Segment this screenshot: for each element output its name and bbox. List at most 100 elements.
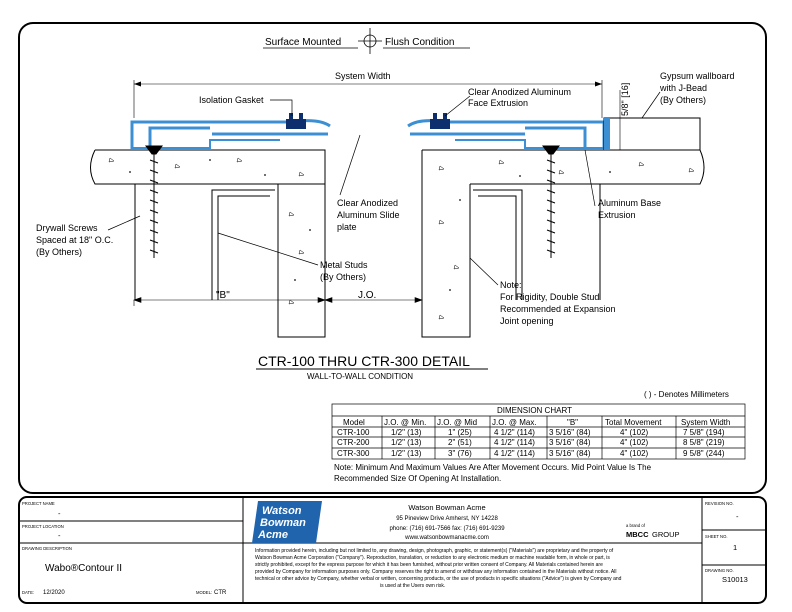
detail-title: CTR-100 THRU CTR-300 DETAIL (258, 353, 470, 369)
system-width-dimension: System Width (133, 70, 603, 118)
company-address: 95 Pineview Drive Amherst, NY 14228 (396, 516, 498, 522)
centerline-icon (358, 28, 382, 54)
chart-cell: 4 1/2" (114) (494, 449, 535, 458)
company-name: Watson Bowman Acme (408, 503, 485, 512)
left-drywall-screw (145, 145, 163, 258)
dim-jo-label: J.O. (358, 290, 376, 301)
dim-58 (614, 90, 630, 151)
drawing-description-value: Wabo®Contour II (45, 563, 122, 574)
drywall-screws-label-2: Spaced at 18" O.C. (36, 235, 113, 245)
drawing-description-label: DRAWING DESCRIPTION (22, 546, 72, 551)
chart-cell: 3" (76) (448, 449, 472, 458)
aluminum-face-extrusion (130, 119, 606, 150)
gypsum-wallboard (603, 117, 701, 151)
drawing-no-value: S10013 (722, 575, 748, 584)
model-value: CTR (214, 590, 227, 596)
chart-header-cell: "B" (567, 418, 578, 427)
isolation-gasket-label: Isolation Gasket (199, 95, 264, 105)
slide-plate-label-2: Aluminum Slide (337, 210, 400, 220)
chart-note-2: Recommended Size Of Opening At Installat… (334, 474, 501, 483)
legal-line: strictly prohibited, except for the expr… (255, 562, 603, 568)
mbcc-text: MBCC (626, 530, 649, 539)
note-label-4: Joint opening (500, 316, 554, 326)
model-label: MODEL: (196, 590, 212, 595)
drawing-no-label: DRAWING NO. (705, 568, 734, 573)
chart-row: CTR-300 1/2" (13) 3" (76) 4 1/2" (114) 3… (337, 449, 725, 458)
chart-cell: CTR-200 (337, 438, 370, 447)
chart-header-cell: J.O. @ Mid (437, 418, 477, 427)
dimension-chart (331, 403, 746, 460)
base-extrusion-label-1: Aluminum Base (598, 198, 661, 208)
note-label-3: Recommended at Expansion (500, 304, 616, 314)
title-block-border (18, 496, 767, 604)
chart-cell: CTR-300 (337, 449, 370, 458)
right-drywall-screw (542, 145, 560, 258)
left-metal-stud (134, 184, 275, 300)
isolation-gasket-left (286, 113, 306, 129)
mbcc-tagline: a brand of (626, 523, 646, 528)
revision-label: REVISION NO. (705, 501, 734, 506)
sheet-label: SHEET NO. (705, 534, 728, 539)
sheet-value: 1 (733, 543, 737, 552)
left-wall-body (277, 183, 326, 338)
drawing-border (18, 22, 767, 494)
project-location-value: - (58, 531, 61, 540)
chart-header-cell: Total Movement (605, 418, 662, 427)
date-label: DATE: (22, 590, 34, 595)
legal-line: is used at the Users own risk. (380, 583, 445, 589)
legal-line: Information provided herein, including b… (255, 548, 614, 554)
chart-cell: 4 1/2" (114) (494, 438, 535, 447)
chart-title: DIMENSION CHART (497, 406, 572, 415)
metal-studs-label-2: (By Others) (320, 272, 366, 282)
chart-cell: 3 5/16" (84) (549, 438, 591, 447)
chart-cell: 4 1/2" (114) (494, 428, 535, 437)
title-block-grid (19, 497, 766, 603)
watson-bowman-acme-logo: Watson Bowman Acme (252, 501, 322, 543)
face-extrusion-label-2: Face Extrusion (468, 98, 528, 108)
dim-b-label: "B" (216, 290, 230, 301)
chart-header-row: Model J.O. @ Min. J.O. @ Mid J.O. @ Max.… (343, 418, 730, 427)
aluminum-base-extrusion (132, 139, 604, 149)
j-bead (604, 118, 610, 150)
chart-header-cell: System Width (681, 418, 730, 427)
right-metal-stud (473, 184, 601, 300)
chart-cell: 3 5/16" (84) (549, 449, 591, 458)
chart-header-cell: Model (343, 418, 365, 427)
chart-cell: 7 5/8" (194) (683, 428, 725, 437)
metal-studs-label-1: Metal Studs (320, 260, 368, 270)
chart-cell: 9 5/8" (244) (683, 449, 725, 458)
gypsum-label-2: with J-Bead (659, 83, 707, 93)
surface-mounted-label: Surface Mounted (265, 37, 341, 48)
project-name-label: PROJECT NAME (22, 501, 55, 506)
face-extrusion-label-1: Clear Anodized Aluminum (468, 87, 571, 97)
flush-condition-label: Flush Condition (385, 37, 454, 48)
logo-text: Acme (257, 529, 288, 541)
project-location-label: PROJECT LOCATION (22, 524, 64, 529)
drywall-screws-label-1: Drywall Screws (36, 223, 98, 233)
top-header: Surface Mounted Flush Condition (263, 28, 470, 54)
chart-cell: 1/2" (13) (391, 438, 422, 447)
chart-cell: 2" (51) (448, 438, 472, 447)
note-label-1: Note: (500, 280, 522, 290)
bottom-dimensions (133, 297, 423, 306)
chart-cell: 4" (102) (620, 438, 649, 447)
legal-line: technical or other advice by Company, wh… (255, 576, 622, 582)
chart-cell: 4" (102) (620, 428, 649, 437)
gypsum-label-1: Gypsum wallboard (660, 71, 735, 81)
chart-cell: 3 5/16" (84) (549, 428, 591, 437)
chart-header-cell: J.O. @ Max. (492, 418, 537, 427)
revision-value: - (736, 512, 739, 521)
dim-58-label: 5/8" [16] (620, 83, 630, 116)
mbcc-logo: a brand of MBCC GROUP (626, 523, 680, 539)
mbcc-group-text: GROUP (652, 530, 680, 539)
note-label-2: For Rigidity, Double Stud (500, 292, 599, 302)
concrete-texture (108, 157, 695, 320)
chart-cell: CTR-100 (337, 428, 370, 437)
gypsum-label-3: (By Others) (660, 95, 706, 105)
chart-header-cell: J.O. @ Min. (384, 418, 426, 427)
chart-cell: 1/2" (13) (391, 449, 422, 458)
drywall-screws-label-3: (By Others) (36, 247, 82, 257)
base-extrusion-label-2: Extrusion (598, 210, 636, 220)
logo-text: Bowman (260, 517, 306, 529)
chart-cell: 4" (102) (620, 449, 649, 458)
